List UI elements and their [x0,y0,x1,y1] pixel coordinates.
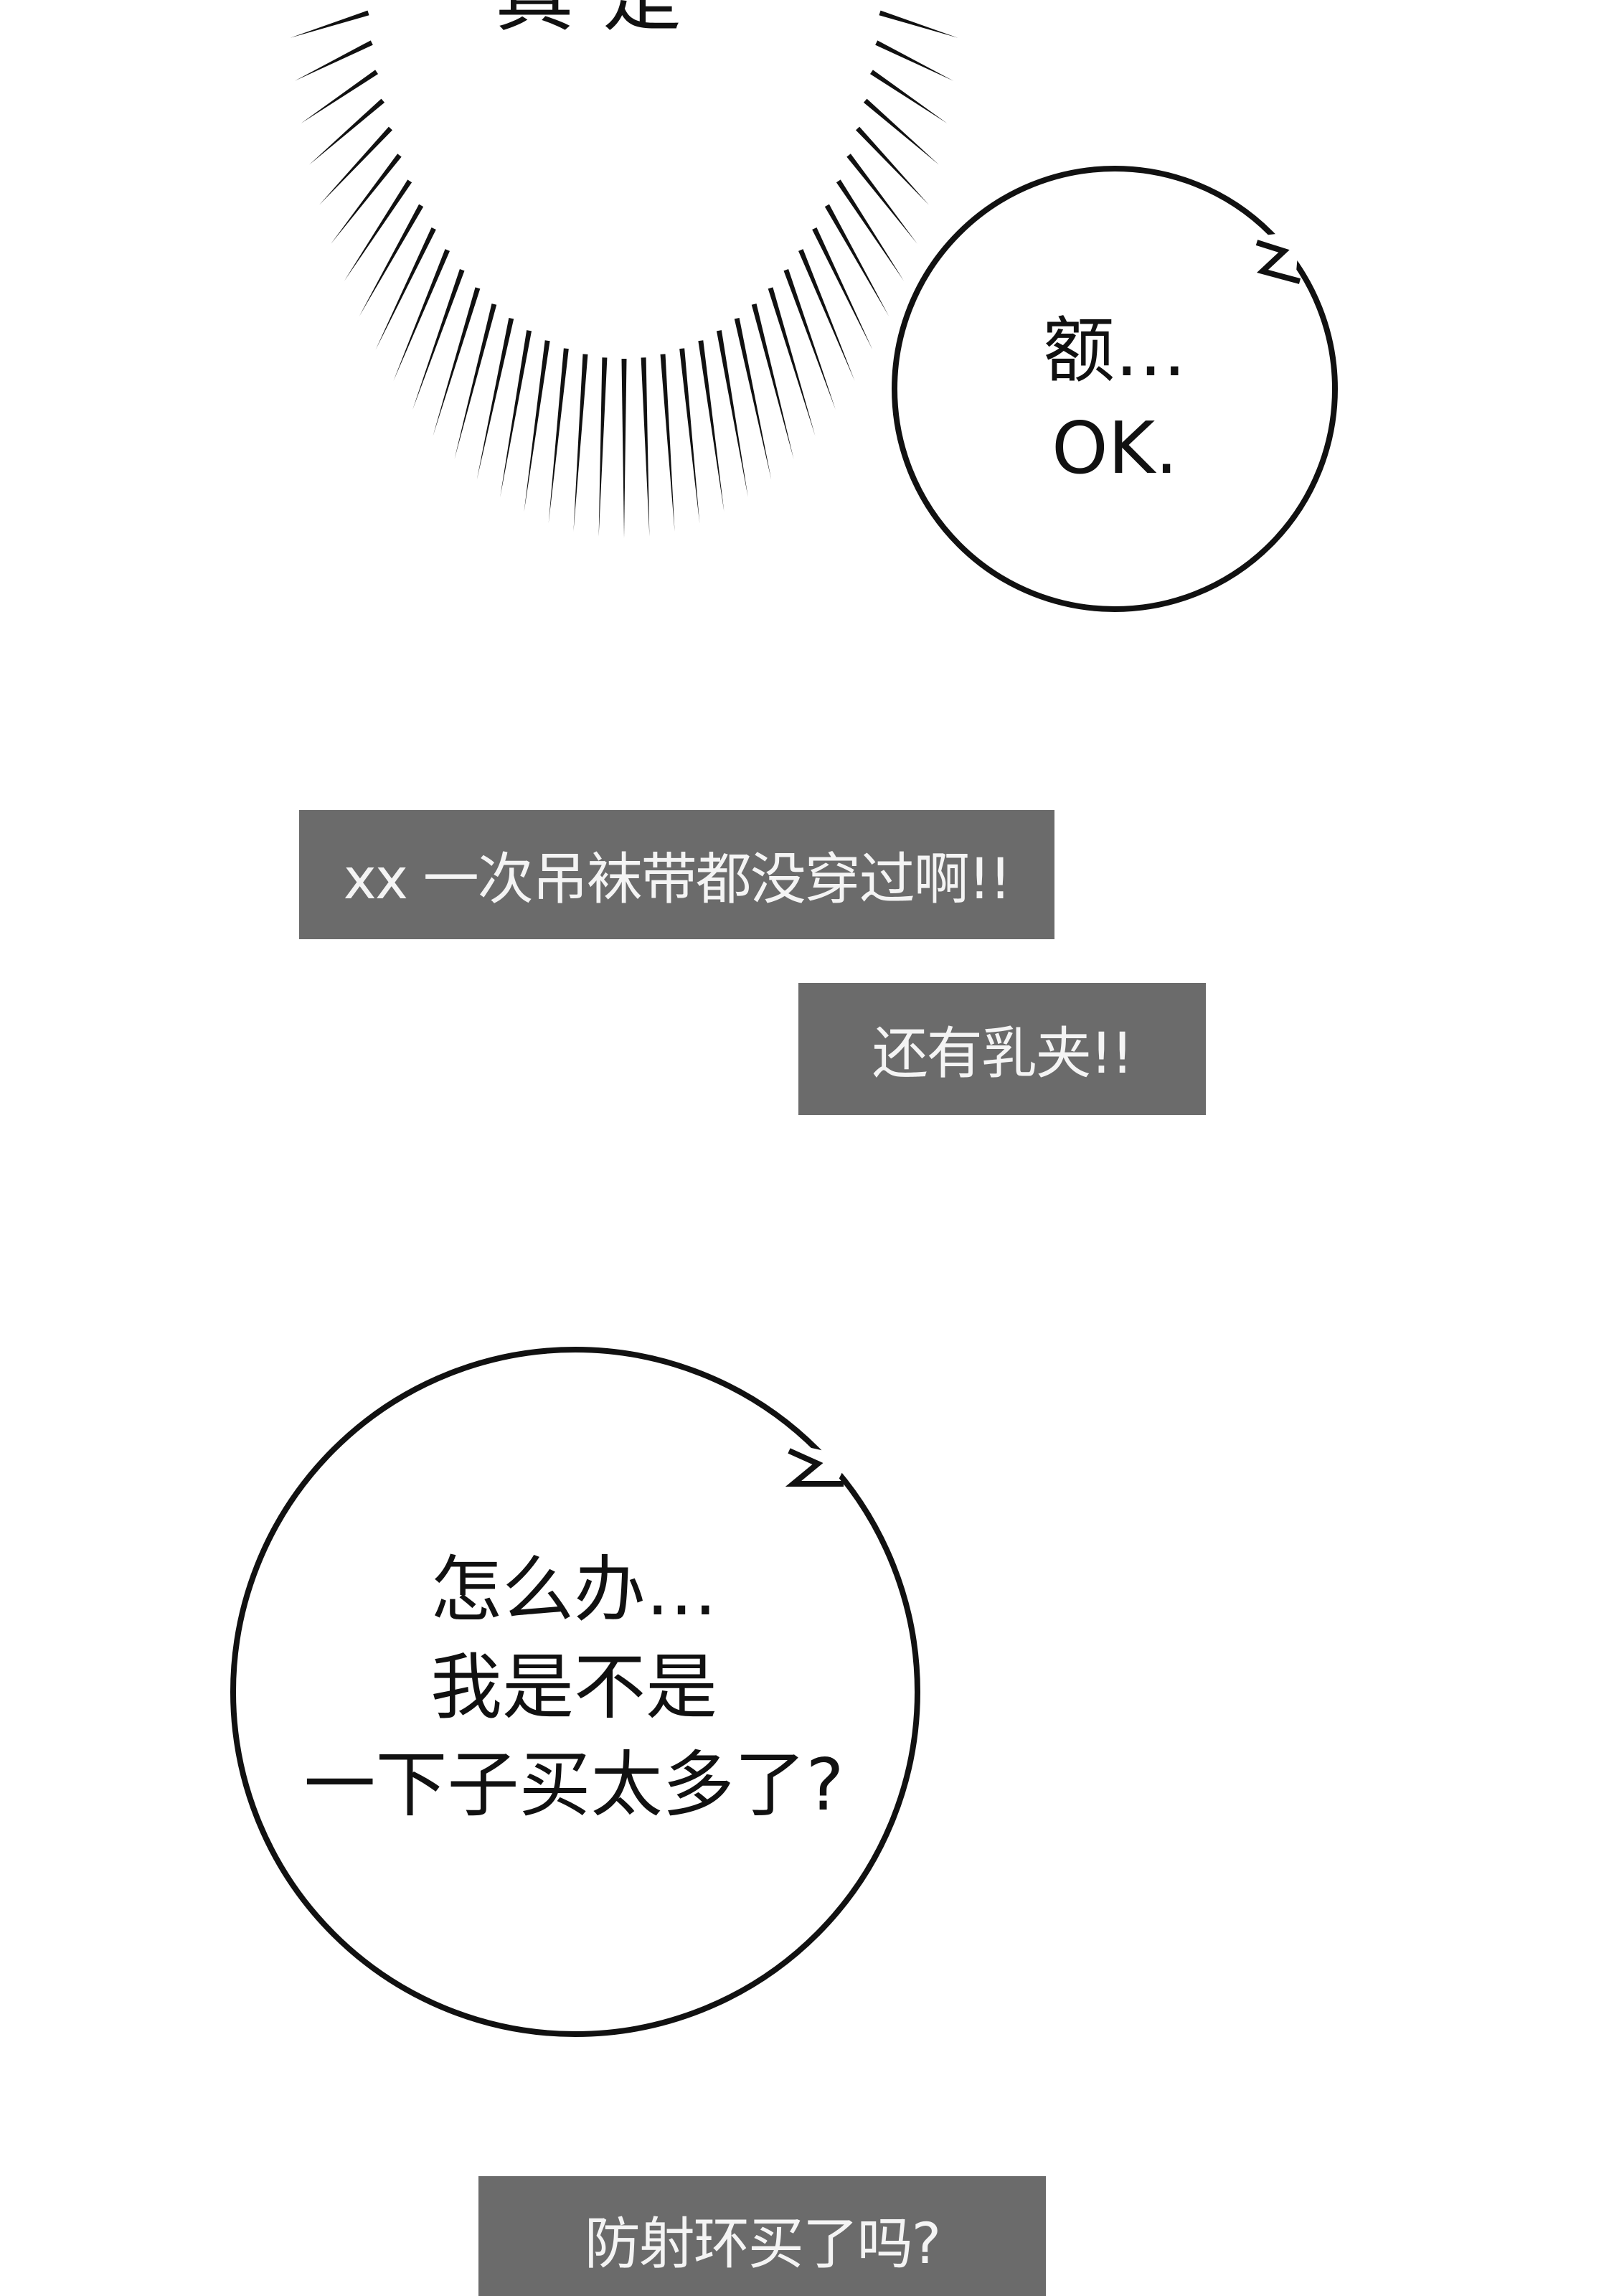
speech-bubble-1-text: 额… OK. [1043,302,1186,497]
burst-line [573,354,588,532]
burst-line [331,154,402,244]
bubble-line: OK. [1051,406,1179,490]
burst-line [824,204,889,317]
burst-line [863,98,939,165]
burst-line [301,70,379,123]
burst-line [875,40,954,81]
burst-line [318,126,392,205]
burst-line [641,357,650,537]
bubble-line: 我是不是 [430,1645,717,1729]
burst-line [524,340,550,512]
burst-line [548,348,569,524]
burst-line [309,98,385,165]
burst-line [660,354,675,532]
burst-line [846,154,917,244]
burst-line [393,249,450,381]
burst-line [433,287,481,436]
caption-box-2: 还有乳夹!! [798,983,1206,1115]
burst-line [412,269,465,410]
burst-line [359,204,424,317]
caption-box-1: xx 一次吊袜带都没穿过啊!! [299,810,1054,939]
cropped-exclamation-text: 真是 [495,0,710,47]
burst-line [621,359,627,538]
caption-text: 还有乳夹!! [872,1022,1134,1086]
caption-box-3: 防射环买了吗? [478,2176,1046,2296]
burst-line [454,304,497,459]
burst-line [375,227,436,350]
bubble-line: 怎么办… [430,1548,717,1632]
burst-line [836,179,905,281]
burst-line [598,357,608,537]
burst-line [476,318,514,480]
burst-line [294,40,373,81]
burst-line [856,126,930,205]
burst-line [716,330,748,498]
burst-line [344,179,412,281]
bubble-line: 额… [1043,309,1186,392]
burst-line [783,269,836,410]
speech-bubble-1-outline [892,166,1338,612]
burst-line [500,330,532,498]
caption-text: 防射环买了吗? [584,2211,941,2277]
burst-line [751,304,794,459]
burst-line [768,287,816,436]
bubble-line: 一下子买太多了? [303,1743,844,1827]
burst-line [879,10,958,38]
burst-line [812,227,873,350]
burst-line [869,70,948,123]
speech-bubble-2-outline [230,1347,920,2037]
burst-line [798,249,855,381]
speech-bubble-2-text: 怎么办… 我是不是 一下子买太多了? [303,1541,844,1834]
burst-line [698,340,725,512]
emphasis-burst-lines [290,10,958,538]
burst-line [734,318,772,480]
caption-text: xx 一次吊袜带都没穿过啊!! [343,847,1012,912]
burst-line [290,10,369,38]
burst-line [679,348,700,524]
